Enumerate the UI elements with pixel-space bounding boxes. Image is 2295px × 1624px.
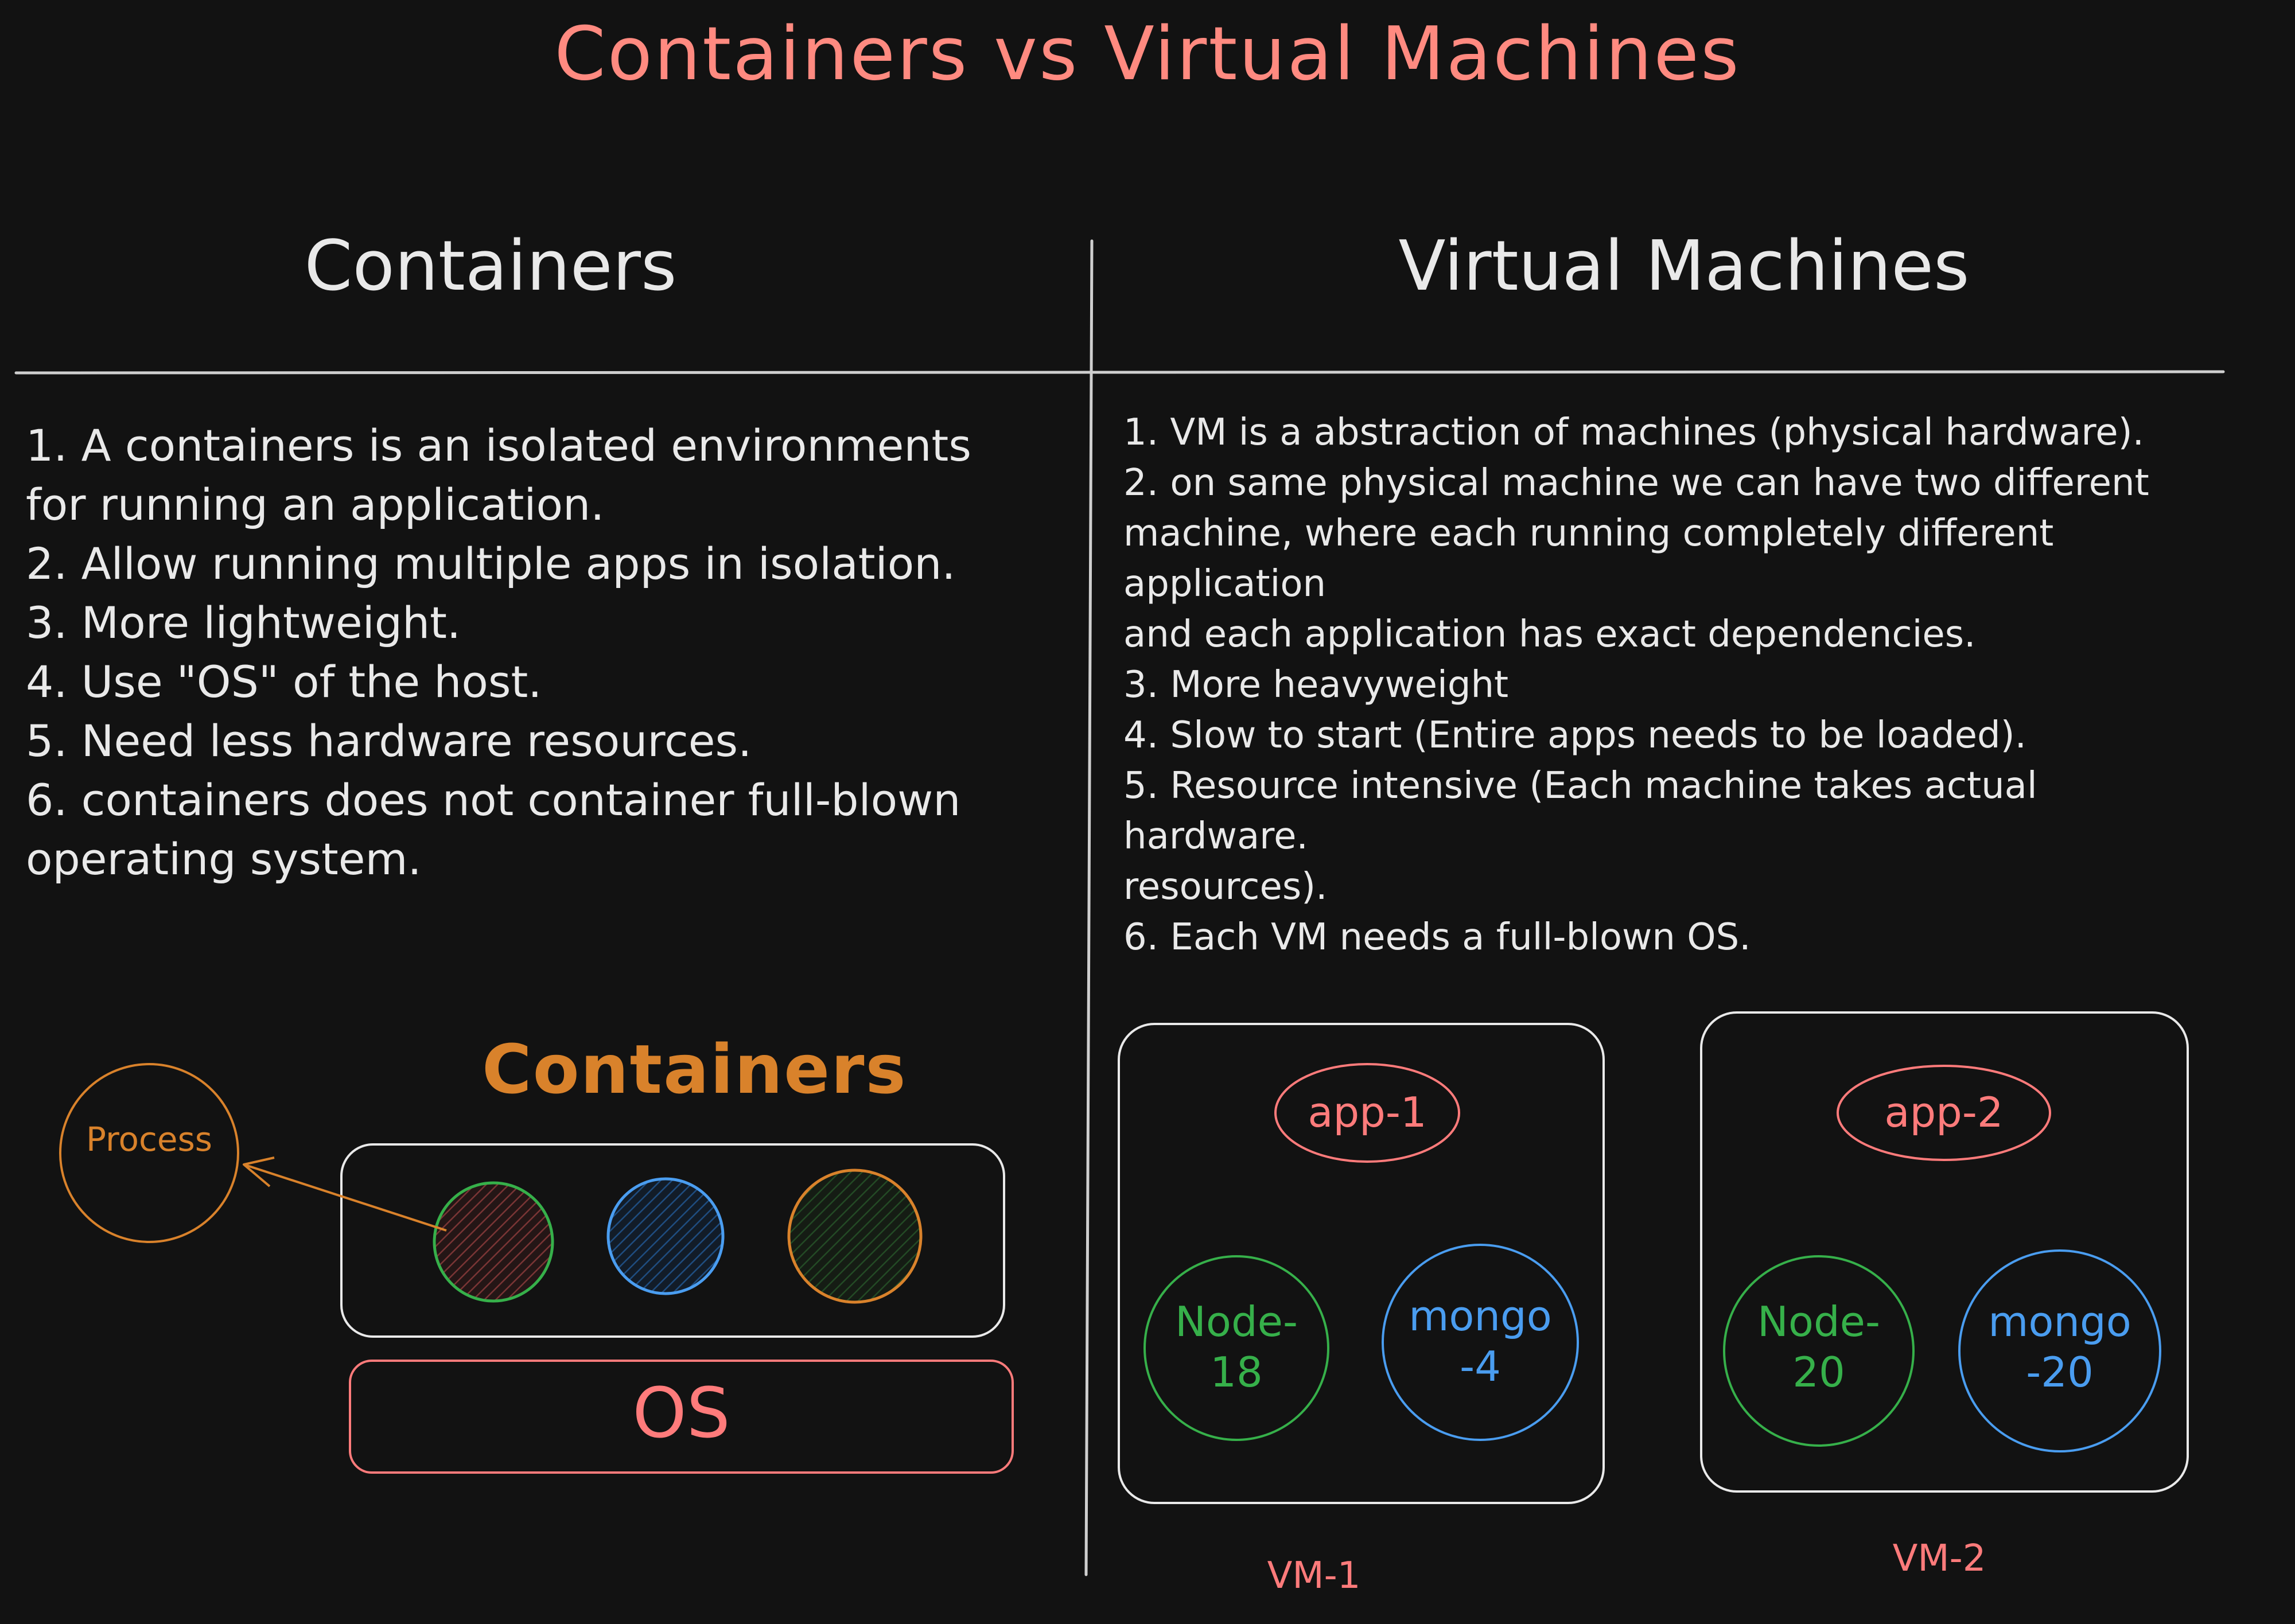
process-arrow-line xyxy=(243,1163,447,1232)
vm-2-mongo-label: mongo -20 xyxy=(1974,1296,2146,1397)
vm-point: 6. Each VM needs a full-blown OS. xyxy=(1123,916,1751,959)
vm-point: 2. on same physical machine we can have … xyxy=(1123,462,2149,504)
vm-1-mongo-line2: -4 xyxy=(1460,1342,1501,1391)
vm-2-node-line2: 20 xyxy=(1792,1348,1845,1396)
vm-2-node-label: Node- 20 xyxy=(1738,1296,1899,1397)
vm-1-app-ellipse xyxy=(1274,1063,1460,1163)
vm-2-mongo-line2: -20 xyxy=(2026,1348,2094,1396)
vm-1-node-line1: Node- xyxy=(1175,1298,1298,1346)
containers-point: operating system. xyxy=(26,834,422,885)
container-blue xyxy=(606,1177,725,1295)
vm-2-mongo-circle xyxy=(1958,1249,2161,1452)
container-red xyxy=(433,1181,554,1303)
os-label: OS xyxy=(632,1374,730,1454)
os-box xyxy=(349,1360,1014,1474)
vm-point: machine, where each running completely d… xyxy=(1123,512,2054,555)
vm-heading: Virtual Machines xyxy=(1398,227,1970,306)
vm-2-node-line1: Node- xyxy=(1757,1298,1880,1346)
vm-1-node-circle xyxy=(1143,1255,1329,1441)
containers-point: 2. Allow running multiple apps in isolat… xyxy=(26,538,956,589)
vm-1-label: VM-1 xyxy=(1267,1555,1361,1597)
containers-diagram-label: Containers xyxy=(482,1030,907,1109)
containers-point: 3. More lightweight. xyxy=(26,597,461,648)
vm-point: application xyxy=(1123,563,1327,605)
vm-1-app-label: app-1 xyxy=(1308,1088,1427,1136)
vm-1-mongo-label: mongo -4 xyxy=(1394,1291,1566,1392)
vm-point: and each application has exact dependenc… xyxy=(1123,613,1976,656)
containers-heading: Containers xyxy=(304,227,677,306)
vm-2-label: VM-2 xyxy=(1892,1537,1986,1580)
container-green xyxy=(787,1169,923,1304)
containers-point: 5. Need less hardware resources. xyxy=(26,715,752,766)
containers-box xyxy=(340,1143,1005,1338)
vm-2-app-label: app-2 xyxy=(1884,1088,2004,1136)
vm-2-node-circle xyxy=(1723,1255,1915,1447)
containers-points: 1. A containers is an isolated environme… xyxy=(26,416,1059,889)
containers-point: 6. containers does not container full-bl… xyxy=(26,774,961,825)
vm-point: 3. More heavyweight xyxy=(1123,664,1509,706)
vm-point: 1. VM is a abstraction of machines (phys… xyxy=(1123,411,2144,454)
process-circle xyxy=(59,1063,239,1243)
horizontal-divider xyxy=(14,370,2225,375)
vm-1-mongo-circle xyxy=(1382,1244,1579,1441)
vm-point: resources). xyxy=(1123,866,1328,908)
vm-2-app-ellipse xyxy=(1837,1065,2051,1161)
vertical-divider xyxy=(1084,239,1094,1576)
vm-point: 5. Resource intensive (Each machine take… xyxy=(1123,765,2037,807)
vm-2-mongo-line1: mongo xyxy=(1988,1298,2131,1346)
vm-point: 4. Slow to start (Entire apps needs to b… xyxy=(1123,714,2026,757)
process-label: Process xyxy=(85,1120,213,1159)
vm-points: 1. VM is a abstraction of machines (phys… xyxy=(1123,407,2265,963)
vm-point: hardware. xyxy=(1123,815,1308,858)
containers-point: 1. A containers is an isolated environme… xyxy=(26,420,971,471)
process-arrow-head xyxy=(243,1156,275,1187)
containers-point: for running an application. xyxy=(26,479,605,530)
vm-2-box xyxy=(1700,1011,2189,1493)
page-title: Containers vs Virtual Machines xyxy=(554,11,1741,97)
vm-1-node-label: Node- 18 xyxy=(1156,1296,1317,1397)
vm-1-box xyxy=(1118,1023,1605,1504)
vm-1-mongo-line1: mongo xyxy=(1409,1292,1552,1340)
containers-point: 4. Use "OS" of the host. xyxy=(26,656,542,707)
vm-1-node-line2: 18 xyxy=(1210,1348,1263,1396)
